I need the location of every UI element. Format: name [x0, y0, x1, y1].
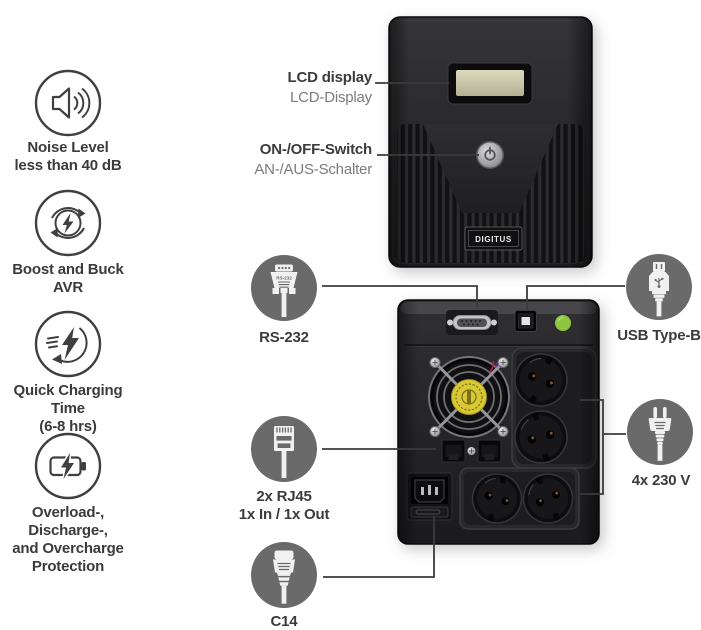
connector-label-usb: USB Type-B: [617, 327, 701, 344]
feature-label: Noise Level less than 40 dB: [14, 139, 122, 174]
avr-cycle-bolt-icon: [34, 189, 102, 257]
feature-label: Boost and Buck AVR: [12, 261, 124, 296]
connector-label-rj45: 2x RJ45 1x In / 1x Out: [238, 488, 330, 523]
ups-rear-view: [397, 299, 600, 545]
rs232-connector-icon: RS-232: [251, 255, 317, 321]
callout-power-switch-sublabel: AN-/AUS-Schalter: [254, 161, 372, 178]
rj45-connector-icon: [251, 416, 317, 482]
speaker-noise-icon: [34, 69, 102, 137]
power-plug-icon: [627, 399, 693, 465]
callout-lcd-sublabel: LCD-Display: [290, 89, 372, 106]
quick-charge-bolt-icon: [34, 310, 102, 378]
callout-power-switch: ON-/OFF-Switch AN-/AUS-Schalter: [200, 140, 372, 180]
connector-label-outlets: 4x 230 V: [631, 472, 691, 489]
connector-label-rs232: RS-232: [259, 329, 309, 346]
usb-type-b-connector-icon: [626, 254, 692, 320]
ups-front-view: DIGITUS: [388, 16, 593, 268]
callout-lcd: LCD display LCD-Display: [200, 68, 373, 108]
callout-lcd-label: LCD display: [287, 69, 373, 86]
c14-plug-icon: [251, 542, 317, 608]
feature-label: Overload-, Discharge-, and Overcharge Pr…: [12, 504, 124, 575]
connector-label-c14: C14: [270, 613, 298, 630]
battery-bolt-icon: [34, 432, 102, 500]
callout-power-switch-label: ON-/OFF-Switch: [259, 141, 372, 158]
rs232-icon-text: RS-232: [276, 276, 292, 281]
feature-label: Quick Charging Time (6-8 hrs): [13, 382, 123, 435]
